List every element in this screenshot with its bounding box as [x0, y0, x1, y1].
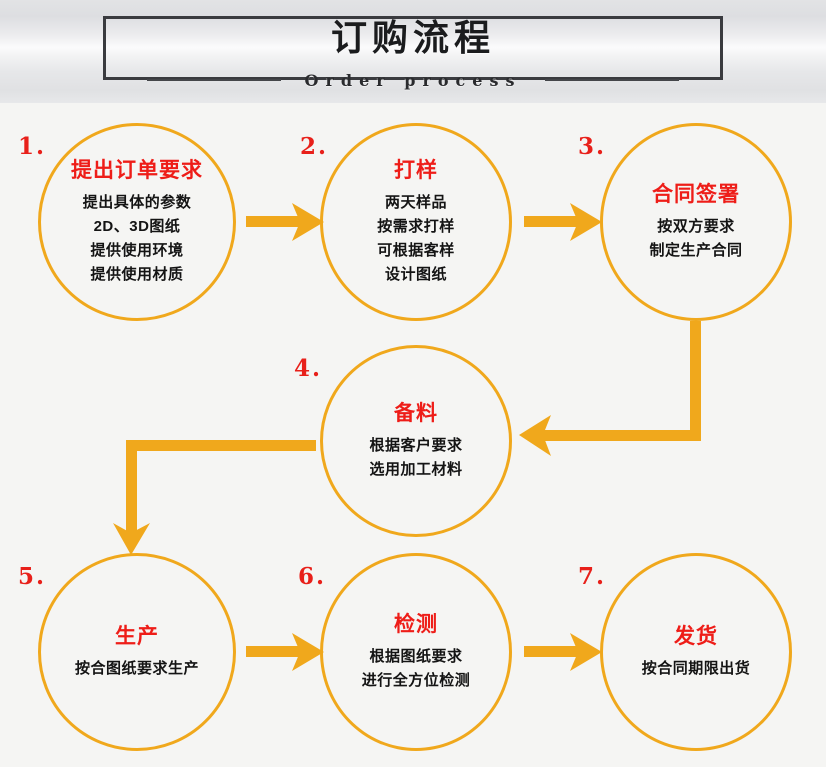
step-node-4: 备料 根据客户要求选用加工材料 [320, 345, 512, 537]
step-body-line: 按合图纸要求生产 [74, 659, 199, 677]
step-body-line: 进行全方位检测 [361, 671, 471, 689]
step-body-line: 可根据客样 [377, 241, 455, 259]
step-body-7: 按合同期限出货 [642, 657, 751, 681]
step-body-4: 根据客户要求选用加工材料 [369, 434, 462, 482]
arrow-step5-to-step6 [246, 633, 324, 671]
step-body-line: 按合同期限出货 [641, 659, 751, 677]
step-body-6: 根据图纸要求进行全方位检测 [362, 645, 471, 693]
arrow-step2-to-step3 [524, 203, 602, 241]
step-body-5: 按合图纸要求生产 [75, 657, 199, 681]
step-index-3: 3. [578, 133, 607, 160]
step-node-6: 检测 根据图纸要求进行全方位检测 [320, 553, 512, 751]
step-title-2: 打样 [394, 158, 438, 182]
step-title-3: 合同签署 [652, 182, 740, 206]
step-body-line: 提供使用环境 [90, 241, 184, 259]
step-body-line: 设计图纸 [384, 265, 447, 283]
step-index-2: 2. [300, 133, 329, 160]
step-index-7: 7. [578, 563, 607, 590]
step-body-line: 两天样品 [384, 193, 447, 211]
step-body-1: 提出具体的参数 2D、3D图纸提供使用环境提供使用材质 [83, 191, 192, 287]
step-body-line: 2D、3D图纸 [93, 217, 181, 235]
step-title-4: 备料 [394, 401, 438, 425]
arrow-step3-to-step4 [519, 321, 701, 456]
step-title-5: 生产 [115, 624, 159, 648]
step-body-line: 根据客户要求 [369, 436, 463, 454]
page-subtitle: Order process [304, 70, 522, 90]
arrow-step6-to-step7 [524, 633, 602, 671]
step-body-line: 按双方要求 [657, 217, 735, 235]
step-body-line: 提供使用材质 [90, 265, 184, 283]
step-node-7: 发货 按合同期限出货 [600, 553, 792, 751]
step-body-line: 按需求打样 [377, 217, 455, 235]
step-title-7: 发货 [674, 624, 718, 648]
step-body-2: 两天样品按需求打样可根据客样设计图纸 [377, 191, 455, 287]
step-index-1: 1. [18, 133, 47, 160]
step-body-line: 根据图纸要求 [369, 647, 463, 665]
step-body-line: 提出具体的参数 [82, 193, 192, 211]
subtitle-rule-right [545, 79, 680, 81]
page-title: 订购流程 [330, 18, 495, 59]
arrow-step4-to-step5 [113, 440, 316, 555]
step-index-5: 5. [18, 563, 47, 590]
flow-diagram: 1. 2. 3. 4. 5. 6. 7. 提出订单要求 提出具体的参数 2D、3D… [0, 103, 826, 767]
step-node-1: 提出订单要求 提出具体的参数 2D、3D图纸提供使用环境提供使用材质 [38, 123, 236, 321]
arrow-step1-to-step2 [246, 203, 324, 241]
step-body-line: 选用加工材料 [369, 460, 463, 478]
subtitle-row: Order process [0, 68, 826, 92]
header-frame [103, 16, 723, 80]
step-body-line: 制定生产合同 [649, 241, 743, 259]
subtitle-rule-left [146, 79, 281, 81]
step-title-1: 提出订单要求 [71, 158, 203, 182]
step-node-5: 生产 按合图纸要求生产 [38, 553, 236, 751]
step-title-6: 检测 [394, 612, 438, 636]
step-node-3: 合同签署 按双方要求制定生产合同 [600, 123, 792, 321]
step-node-2: 打样 两天样品按需求打样可根据客样设计图纸 [320, 123, 512, 321]
connector-layer [113, 203, 701, 671]
step-index-6: 6. [298, 563, 327, 590]
step-index-4: 4. [294, 355, 323, 382]
step-body-3: 按双方要求制定生产合同 [649, 215, 742, 263]
header-band: 订购流程 Order process [0, 0, 826, 103]
